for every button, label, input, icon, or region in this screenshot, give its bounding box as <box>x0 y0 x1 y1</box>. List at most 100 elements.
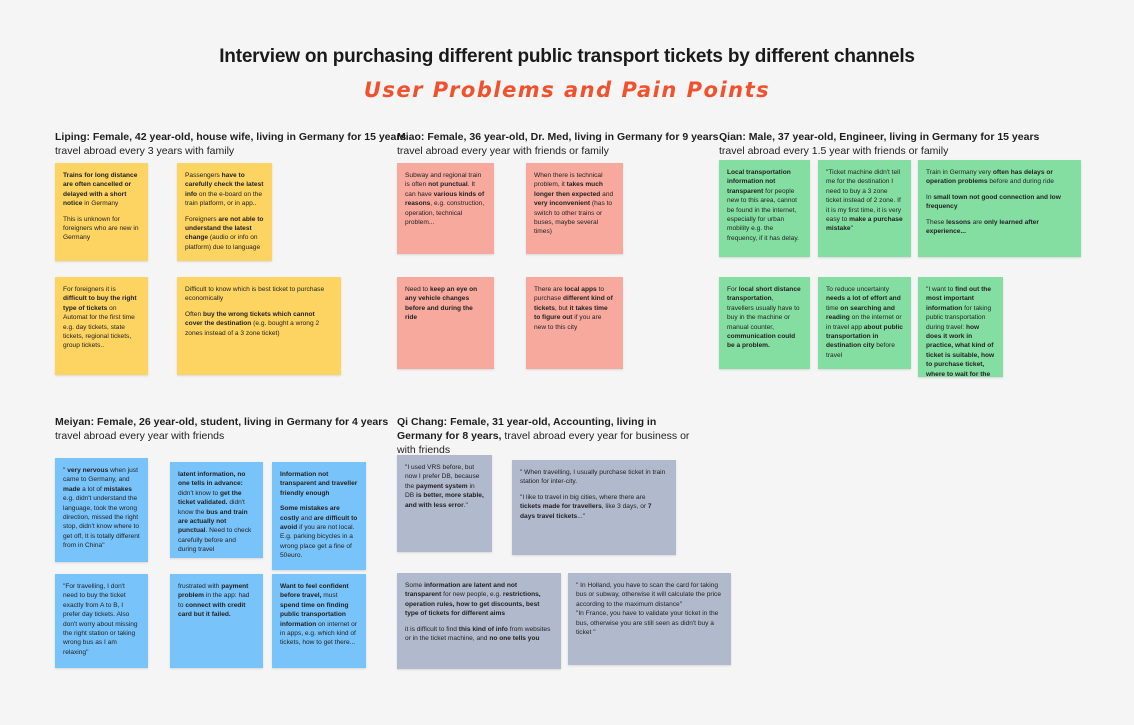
note-paragraph: "Ticket machine didn't tell me for the d… <box>826 168 903 234</box>
note-text-bold: this kind of info <box>458 625 508 633</box>
sticky-note[interactable]: There are local apps to purchase differe… <box>526 277 623 369</box>
sticky-note[interactable]: "Ticket machine didn't tell me for the d… <box>818 160 911 257</box>
sticky-note[interactable]: For foreigners it is difficult to buy th… <box>55 277 148 375</box>
note-text: e.g. didn't understand the language, too… <box>63 495 140 550</box>
sticky-note[interactable]: Trains for long distance are often cance… <box>55 163 148 261</box>
sticky-note[interactable]: Information not transparent and travelle… <box>272 462 366 570</box>
sticky-note[interactable]: " very nervous when just came to Germany… <box>55 458 148 562</box>
note-text-bold: often has delays or operation problems <box>926 169 1053 186</box>
note-text: Subway and regional train is often <box>405 172 482 189</box>
sticky-note[interactable]: Difficult to know which is best ticket t… <box>177 277 341 375</box>
note-text-bold: Information not transparent and travelle… <box>280 471 358 497</box>
note-text: " In Holland, you have to scan the card … <box>576 582 722 608</box>
note-text: ." <box>463 501 468 509</box>
note-text: before travel <box>826 342 895 359</box>
note-text-bold: local short distance transportation <box>727 286 801 303</box>
note-text-bold: needs a lot of effort and <box>826 295 901 303</box>
note-paragraph: For local short distance transportation,… <box>727 285 802 351</box>
note-paragraph: Information not transparent and travelle… <box>280 470 358 498</box>
note-text: on the e-board on the train platform, or… <box>185 190 262 208</box>
note-paragraph: it is difficult to find this kind of inf… <box>405 625 553 644</box>
sticky-note[interactable]: "I used VRS before, but now I prefer DB,… <box>397 455 492 552</box>
note-text: (has to switch to other trains or buses,… <box>534 200 613 236</box>
sticky-note[interactable]: Local transportation information not tra… <box>719 160 810 257</box>
note-paragraph: Want to feel confident before travel, mu… <box>280 582 358 648</box>
note-text: and <box>299 514 314 522</box>
note-text-bold: make a purchase mistake <box>826 216 903 233</box>
note-paragraph: In small town not good connection and lo… <box>926 193 1073 212</box>
note-text-bold: about public transportation in destinati… <box>826 323 903 350</box>
note-text-bold: Some mistakes are costly <box>280 505 340 522</box>
note-text: When there is technical problem, it <box>534 172 603 189</box>
persona-travel: travel abroad every 1.5 year with friend… <box>719 145 949 157</box>
note-text: and <box>600 190 614 198</box>
persona-header-qichang: Qi Chang: Female, 31 year-old, Accountin… <box>397 415 697 457</box>
note-text: This is unknown for foreigners who are n… <box>63 215 139 242</box>
sticky-note[interactable]: Some information are latent and not tran… <box>397 573 561 669</box>
note-text-bold: keep an eye on any vehicle changes befor… <box>405 286 478 322</box>
note-paragraph: Difficult to know which is best ticket t… <box>185 285 333 304</box>
note-paragraph: Local transportation information not tra… <box>727 168 802 243</box>
note-text-bold: local apps <box>564 286 597 293</box>
sticky-note[interactable]: latent information, no one tells in adva… <box>170 462 263 558</box>
note-text: (audio or info on platform) due to langu… <box>185 234 261 251</box>
sticky-note[interactable]: Want to feel confident before travel, mu… <box>272 574 366 668</box>
note-paragraph: These lessons are only learned after exp… <box>926 218 1073 237</box>
note-text: Some <box>405 582 425 589</box>
note-text: from websites or in the ticket machine, … <box>405 625 551 643</box>
note-text-bold: mistakes <box>103 485 132 493</box>
note-text-bold: is better, more stable, and with less er… <box>405 492 484 509</box>
note-text-bold: information are latent and not transpare… <box>405 582 518 599</box>
note-text: must <box>321 592 338 600</box>
page-subtitle: User Problems and Pain Points <box>363 78 771 102</box>
persona-name: Meiyan: Female, 26 year-old, student, li… <box>55 416 389 428</box>
note-text-bold: restrictions, operation rules, how to ge… <box>405 591 541 618</box>
note-text: for taking public transportation during … <box>926 304 992 331</box>
note-text-bold: payment system <box>416 482 468 490</box>
note-text: . It can have <box>405 181 475 198</box>
note-text: "I used VRS before, but now I prefer DB,… <box>405 464 480 490</box>
sticky-note[interactable]: Passengers have to carefully check the l… <box>177 163 272 261</box>
note-paragraph: " When travelling, I usually purchase ti… <box>520 468 668 487</box>
sticky-note[interactable]: When there is technical problem, it take… <box>526 163 623 254</box>
note-text-bold: Local transportation information not tra… <box>727 169 791 195</box>
sticky-note[interactable]: For local short distance transportation,… <box>719 277 810 369</box>
page-title: Interview on purchasing different public… <box>219 46 915 67</box>
note-text-bold: Want to feel confident before travel, <box>280 583 349 600</box>
sticky-note[interactable]: To reduce uncertainty needs a lot of eff… <box>818 277 911 369</box>
persona-name: Miao: Female, 36 year-old, Dr. Med, livi… <box>397 131 719 143</box>
persona-name: Qian: Male, 37 year-old, Engineer, livin… <box>719 131 1040 143</box>
note-text: , e.g. construction, operation, technica… <box>405 200 485 227</box>
note-text: frustrated with <box>178 583 222 590</box>
note-paragraph: "I used VRS before, but now I prefer DB,… <box>405 463 484 510</box>
sticky-note[interactable]: " In Holland, you have to scan the card … <box>568 573 731 665</box>
note-text-bold: no one tells you <box>489 635 540 643</box>
note-text: , like 3 days, or <box>601 503 648 511</box>
sticky-note[interactable]: Train in Germany very often has delays o… <box>918 160 1081 257</box>
note-text: for people new to this area, cannot be f… <box>727 187 799 242</box>
note-text-bold: not punctual <box>428 181 468 189</box>
note-text: it is difficult to find <box>405 625 459 633</box>
note-text-bold: very nervous <box>67 467 109 474</box>
note-text-bold: are difficult to avoid <box>280 514 358 532</box>
note-text: Often <box>185 310 203 318</box>
note-text: There are <box>534 286 565 293</box>
note-paragraph: Some information are latent and not tran… <box>405 581 553 619</box>
sticky-note[interactable]: "For travelling, I don't need to buy the… <box>55 574 148 668</box>
note-paragraph: Trains for long distance are often cance… <box>63 171 140 209</box>
sticky-note[interactable]: " When travelling, I usually purchase ti… <box>512 460 676 555</box>
sticky-note[interactable]: frustrated with payment problem in the a… <box>170 574 263 668</box>
note-paragraph: This is unknown for foreigners who are n… <box>63 215 140 243</box>
note-text: Foreigners <box>185 215 219 223</box>
note-paragraph: Passengers have to carefully check the l… <box>185 171 264 209</box>
note-text: to purchase <box>534 286 605 303</box>
sticky-note[interactable]: Subway and regional train is often not p… <box>397 163 494 254</box>
sticky-note[interactable]: "I want to find out the most important i… <box>918 277 1003 377</box>
sticky-note[interactable]: Need to keep an eye on any vehicle chang… <box>397 277 494 369</box>
note-text: " <box>63 467 68 474</box>
note-text-bold: bus and train are actually not punctual <box>178 508 248 535</box>
note-text: a lot of <box>80 485 104 493</box>
note-paragraph: "For travelling, I don't need to buy the… <box>63 582 140 657</box>
note-text-bold: takes much longer then expected <box>534 181 603 198</box>
